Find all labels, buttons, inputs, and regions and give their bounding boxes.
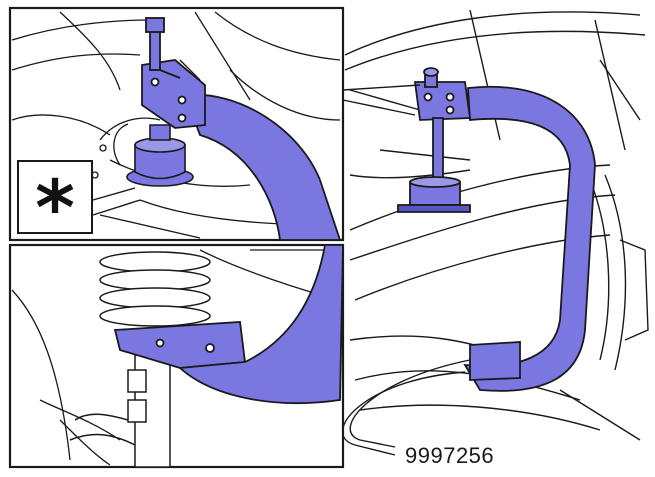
background-linework xyxy=(344,9,649,441)
part-number-leader xyxy=(342,359,471,456)
spring-compressor-tool-inset xyxy=(141,17,342,241)
inset-connector xyxy=(92,84,421,216)
spring-compressor-tool-main xyxy=(397,67,596,392)
part-number-label: 9997256 xyxy=(405,443,495,468)
asterisk-callout-icon: * xyxy=(17,160,93,246)
bottom-left-inset xyxy=(8,243,345,469)
spring-compressor-tool-lower xyxy=(113,244,344,405)
callout-symbol: * xyxy=(35,163,75,252)
coil-spring xyxy=(99,251,211,327)
strut-mount xyxy=(126,124,194,187)
